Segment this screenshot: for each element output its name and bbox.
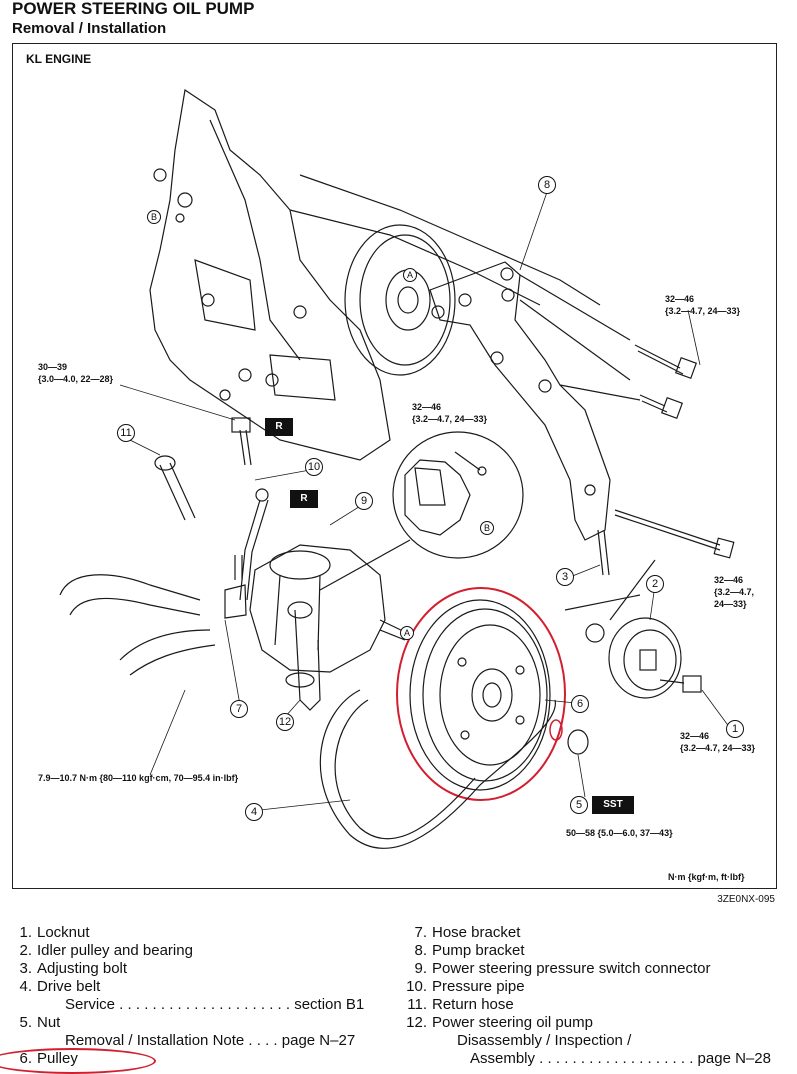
torque-label: {3.0—4.0, 22—28} [38, 374, 114, 384]
legend-left: 1.Locknut 2.Idler pulley and bearing 3.A… [0, 924, 364, 1068]
hoses-drawing [59, 417, 269, 676]
callout-4: 4 [245, 803, 263, 821]
drive-belt-drawing [319, 689, 556, 849]
pulley-drawing [409, 599, 551, 791]
legend-item: 5.Nut [19, 1014, 61, 1031]
callout-2: 2 [646, 575, 664, 593]
legend-item: 12.Power steering oil pump [406, 1014, 593, 1031]
legend-subitem: Removal / Installation Note . . . . page… [65, 1032, 356, 1049]
legend-subitem: Assembly . . . . . . . . . . . . . . . .… [470, 1050, 771, 1067]
callout-11: 11 [117, 424, 135, 442]
sst-tag: SST [592, 796, 634, 814]
legend-item: 1.Locknut [19, 924, 90, 941]
exploded-view-drawing [59, 88, 735, 849]
pulley-highlight-ring [396, 587, 566, 801]
torque-label: 32—46 [665, 294, 695, 304]
torque-label: 7.9—10.7 N·m {80—110 kgf·cm, 70—95.4 in·… [38, 773, 239, 783]
torque-label: {3.2—4.7, 24—33} [665, 306, 741, 316]
torque-label: 32—46 [714, 575, 744, 585]
legend-item: 10.Pressure pipe [406, 978, 525, 995]
torque-label: 24—33} [714, 599, 747, 609]
leader-lines [119, 191, 731, 811]
callout-9: 9 [355, 492, 373, 510]
legend-item: 11.Return hose [407, 996, 514, 1013]
ref-letter-a: A [403, 268, 417, 282]
legend-item: 3.Adjusting bolt [19, 960, 128, 977]
torque-label: 32—46 [412, 402, 442, 412]
ref-letter-a: A [400, 626, 414, 640]
torque-label: 32—46 [680, 731, 710, 741]
callout-8: 8 [538, 176, 556, 194]
oil-pump-drawing [224, 544, 406, 711]
switch-detail-inset [319, 431, 524, 591]
reuse-tag: R [265, 418, 293, 436]
legend-right: 7.Hose bracket 8.Pump bracket 9.Power st… [395, 924, 771, 1068]
units-note: N·m {kgf·m, ft·lbf} [668, 872, 745, 882]
water-pump-pulley [344, 224, 456, 376]
document-reference: 3ZE0NX-095 [717, 894, 775, 905]
torque-label: {3.2—4.7, 24—33} [680, 743, 756, 753]
legend-item: 7.Hose bracket [414, 924, 521, 941]
ref-letter-b: B [147, 210, 161, 224]
torque-label: 50—58 {5.0—6.0, 37—43} [566, 828, 673, 838]
page-subtitle: Removal / Installation [12, 20, 167, 37]
engine-block [149, 88, 601, 461]
torque-label: {3.2—4.7, 24—33} [412, 414, 488, 424]
nut-drawing [549, 719, 589, 755]
legend-subitem: Service . . . . . . . . . . . . . . . . … [65, 996, 365, 1013]
legend-item: 2.Idler pulley and bearing [19, 942, 193, 959]
callout-3: 3 [556, 568, 574, 586]
idler-pulley-drawing [564, 559, 702, 699]
torque-label: {3.2—4.7, [714, 587, 755, 597]
diagram-frame [12, 43, 777, 889]
callout-7: 7 [230, 700, 248, 718]
callout-6: 6 [571, 695, 589, 713]
callout-10: 10 [305, 458, 323, 476]
legend-item: 9.Power steering pressure switch connect… [414, 960, 711, 977]
callout-1: 1 [726, 720, 744, 738]
bracket-bolts [519, 274, 735, 576]
torque-label: 30—39 [38, 362, 68, 372]
legend-subitem: Disassembly / Inspection / [457, 1032, 632, 1049]
callout-12: 12 [276, 713, 294, 731]
reuse-tag: R [290, 490, 318, 508]
engine-label: KL ENGINE [26, 52, 92, 66]
pump-bracket-drawing [429, 261, 611, 541]
callout-5: 5 [570, 796, 588, 814]
ref-letter-b: B [480, 521, 494, 535]
legend-item: 4.Drive belt [19, 978, 101, 995]
legend-item: 8.Pump bracket [414, 942, 525, 959]
pulley-legend-highlight [0, 1048, 156, 1074]
page-title: POWER STEERING OIL PUMP [12, 0, 255, 18]
